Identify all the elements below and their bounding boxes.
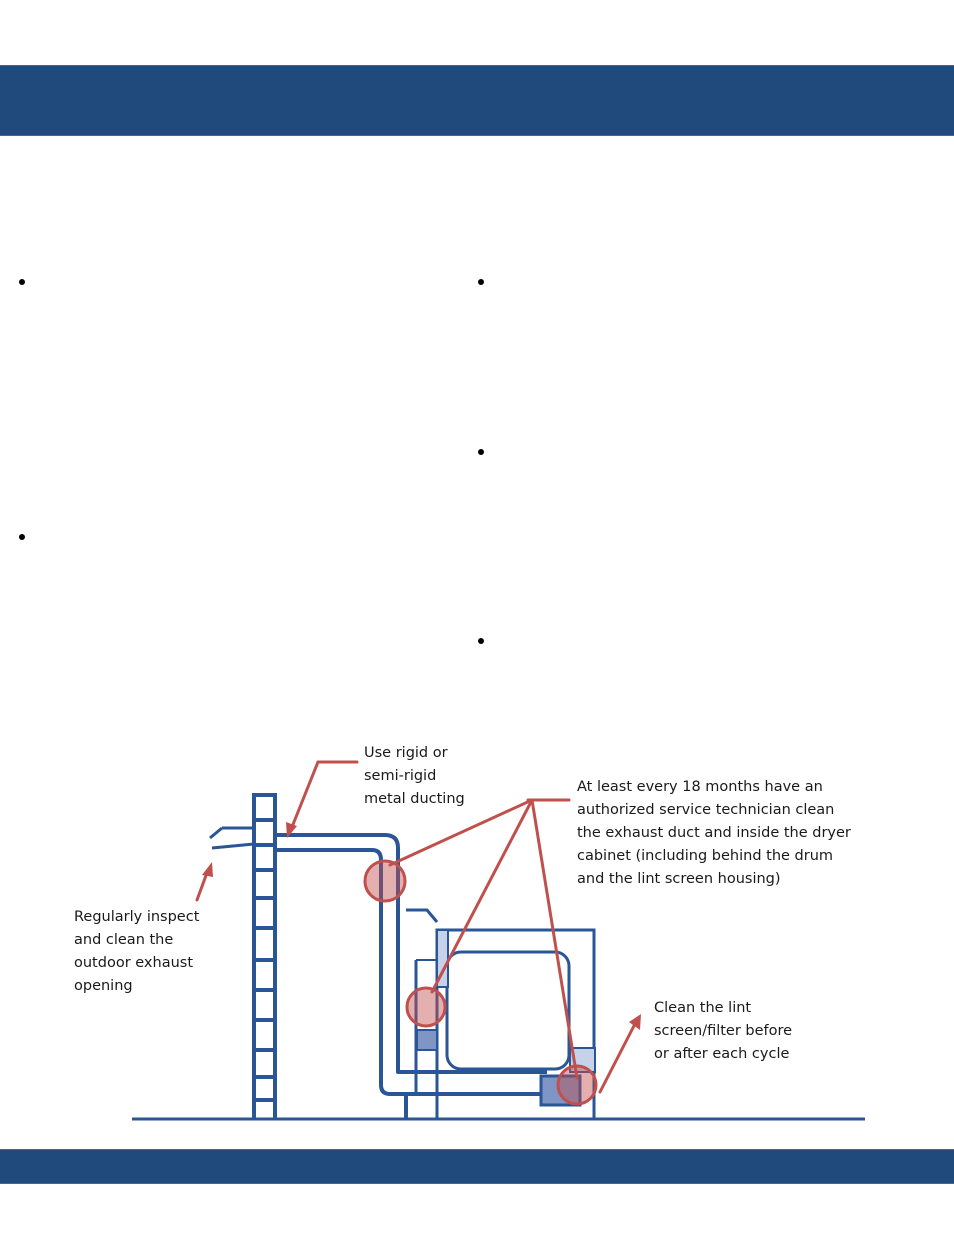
bullet-left-1: [19, 279, 25, 285]
ducting-label: Use rigid or semi-rigid metal ducting: [364, 745, 465, 807]
exhaust-duct: [275, 833, 547, 1119]
callout-arrowheads: [202, 822, 641, 1030]
ducting-label-line: metal ducting: [364, 791, 465, 807]
exhaust-label-line: opening: [74, 978, 133, 994]
exhaust-hood: [209, 826, 255, 850]
exhaust-label-line: Regularly inspect: [74, 909, 200, 925]
footer-band: [0, 1149, 954, 1184]
lint-label: Clean the lint screen/filter before or a…: [654, 1000, 797, 1062]
bullet-right-3: [478, 638, 484, 644]
exhaust-label-line: outdoor exhaust: [74, 955, 193, 971]
technician-label-line: cabinet (including behind the drum: [577, 848, 833, 864]
lint-label-line: or after each cycle: [654, 1046, 789, 1062]
technician-label: At least every 18 months have an authori…: [577, 779, 856, 887]
bullet-right-1: [478, 279, 484, 285]
technician-label-line: the exhaust duct and inside the dryer: [577, 825, 851, 841]
technician-label-line: authorized service technician clean: [577, 802, 834, 818]
dryer-vent-diagram: Use rigid or semi-rigid metal ducting At…: [74, 745, 865, 1121]
lint-label-line: screen/filter before: [654, 1023, 792, 1039]
exhaust-label-line: and clean the: [74, 932, 173, 948]
ducting-label-line: semi-rigid: [364, 768, 436, 784]
bullet-left-2: [19, 534, 25, 540]
exhaust-label: Regularly inspect and clean the outdoor …: [74, 909, 204, 994]
exterior-wall: [252, 793, 277, 1119]
inspection-circles: [363, 859, 598, 1106]
technician-label-line: and the lint screen housing): [577, 871, 781, 887]
callout-lines: [195, 760, 640, 1094]
header-band: [0, 65, 954, 136]
lint-label-line: Clean the lint: [654, 1000, 751, 1016]
technician-label-line: At least every 18 months have an: [577, 779, 823, 795]
ducting-label-line: Use rigid or: [364, 745, 448, 761]
bullet-right-2: [478, 449, 484, 455]
